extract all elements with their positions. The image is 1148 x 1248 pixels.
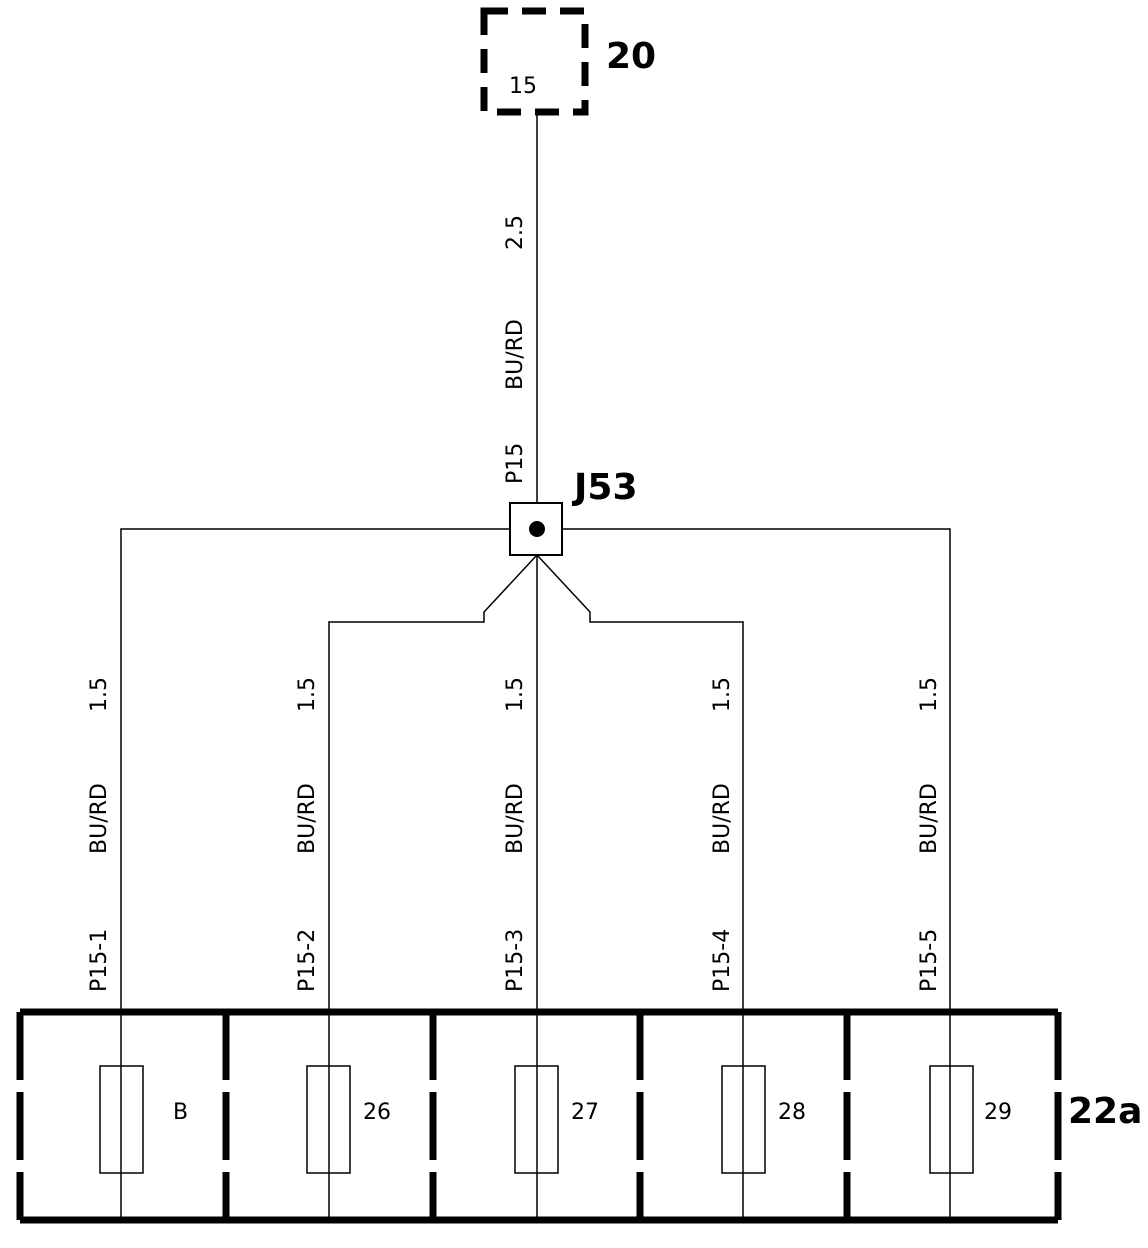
fuse-box-22a-ref: 22a <box>1068 1091 1142 1132</box>
fuse-26 <box>306 1065 351 1174</box>
fuse-b-label: B <box>173 1100 188 1125</box>
branch-wire-5 <box>562 528 951 1220</box>
branch-wire-1 <box>120 528 510 1220</box>
branch-4-gauge: 1.5 <box>710 677 735 712</box>
junction-j53-dot <box>529 521 545 537</box>
branch-2-circuit: P15-2 <box>295 929 320 992</box>
branch-1-gauge: 1.5 <box>87 677 112 712</box>
fuse-28-label: 28 <box>778 1100 806 1125</box>
branch-2-color: BU/RD <box>295 783 320 854</box>
fuse-27 <box>514 1065 559 1174</box>
branch-2-gauge: 1.5 <box>295 677 320 712</box>
branch-wire-2 <box>328 554 538 1220</box>
junction-j53-ref: J53 <box>571 467 638 508</box>
component-20-ref: 20 <box>606 36 656 77</box>
branch-labels-5: 1.5 BU/RD P15-5 <box>917 677 942 992</box>
branch-labels-4: 1.5 BU/RD P15-4 <box>710 677 735 992</box>
branch-5-gauge: 1.5 <box>917 677 942 712</box>
fuse-b <box>99 1065 144 1174</box>
fuse-26-label: 26 <box>363 1100 391 1125</box>
branch-wire-4 <box>536 554 744 1220</box>
fuse-box-22a <box>16 1008 1062 1224</box>
branch-3-color: BU/RD <box>503 783 528 854</box>
feed-wire-circuit: P15 <box>503 443 528 484</box>
branch-4-color: BU/RD <box>710 783 735 854</box>
fuse-27-label: 27 <box>571 1100 599 1125</box>
component-20-box <box>480 7 589 116</box>
branch-1-color: BU/RD <box>87 783 112 854</box>
branch-labels-2: 1.5 BU/RD P15-2 <box>295 677 320 992</box>
fuse-29-label: 29 <box>984 1100 1012 1125</box>
branch-5-circuit: P15-5 <box>917 929 942 992</box>
branch-labels-1: 1.5 BU/RD P15-1 <box>87 677 112 992</box>
feed-wire-color: BU/RD <box>503 319 528 390</box>
branch-5-color: BU/RD <box>917 783 942 854</box>
branch-labels-3: 1.5 BU/RD P15-3 <box>503 677 528 992</box>
fuse-29 <box>929 1065 974 1174</box>
branch-3-circuit: P15-3 <box>503 929 528 992</box>
component-20-pin: 15 <box>509 74 537 99</box>
fuse-28 <box>721 1065 766 1174</box>
branch-1-circuit: P15-1 <box>87 929 112 992</box>
branch-3-gauge: 1.5 <box>503 677 528 712</box>
branch-4-circuit: P15-4 <box>710 929 735 992</box>
feed-wire-gauge: 2.5 <box>503 215 528 250</box>
